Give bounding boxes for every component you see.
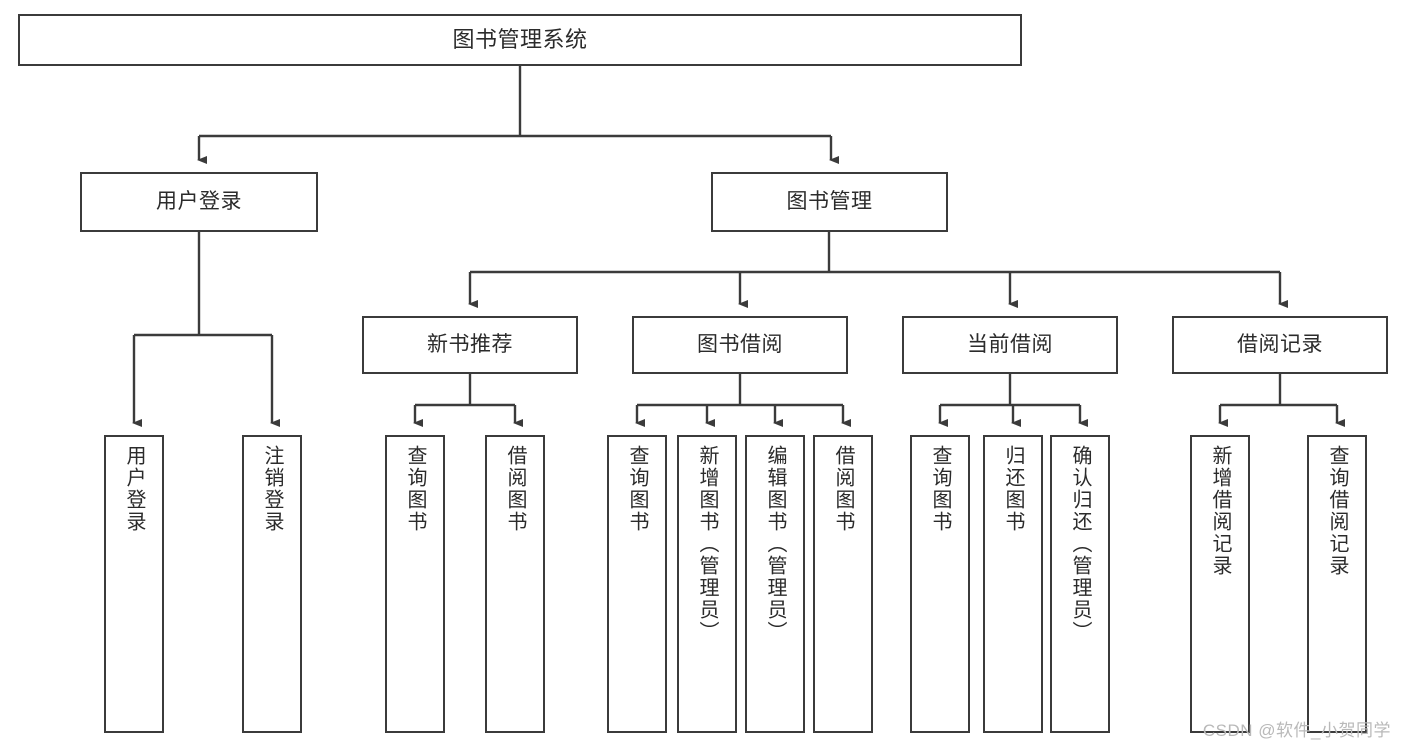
node-leaf-query-book-3-label: 查询图书 bbox=[929, 445, 951, 533]
node-book-management-label: 图书管理 bbox=[786, 189, 873, 213]
node-leaf-query-book-2[interactable]: 查询图书 bbox=[607, 435, 667, 733]
node-leaf-add-borrow-record-label: 新增借阅记录 bbox=[1209, 445, 1231, 577]
node-leaf-return-book[interactable]: 归还图书 bbox=[983, 435, 1043, 733]
node-borrow-record[interactable]: 借阅记录 bbox=[1172, 316, 1388, 374]
node-leaf-borrow-book-2-label: 借阅图书 bbox=[832, 445, 854, 533]
node-leaf-add-book[interactable]: 新增图书（管理员） bbox=[677, 435, 737, 733]
node-current-borrow[interactable]: 当前借阅 bbox=[902, 316, 1118, 374]
node-leaf-query-book-1[interactable]: 查询图书 bbox=[385, 435, 445, 733]
node-borrow-record-label: 借阅记录 bbox=[1237, 332, 1323, 356]
node-current-borrow-label: 当前借阅 bbox=[967, 332, 1053, 356]
node-user-login-label: 用户登录 bbox=[156, 189, 242, 213]
node-leaf-query-book-2-label: 查询图书 bbox=[626, 445, 648, 533]
node-book-management[interactable]: 图书管理 bbox=[711, 172, 948, 232]
node-leaf-confirm-return-label: 确认归还（管理员） bbox=[1069, 445, 1091, 643]
node-new-book-recommend[interactable]: 新书推荐 bbox=[362, 316, 578, 374]
watermark-text: CSDN @软件_小贺同学 bbox=[1202, 721, 1391, 740]
node-root-label: 图书管理系统 bbox=[452, 27, 588, 53]
node-leaf-query-book-1-label: 查询图书 bbox=[404, 445, 426, 533]
node-leaf-borrow-book-1[interactable]: 借阅图书 bbox=[485, 435, 545, 733]
node-new-book-recommend-label: 新书推荐 bbox=[427, 332, 513, 356]
node-leaf-borrow-book-2[interactable]: 借阅图书 bbox=[813, 435, 873, 733]
node-leaf-query-book-3[interactable]: 查询图书 bbox=[910, 435, 970, 733]
node-book-borrow-label: 图书借阅 bbox=[697, 332, 783, 356]
node-leaf-user-login-label: 用户登录 bbox=[123, 445, 145, 533]
node-leaf-query-borrow-record-label: 查询借阅记录 bbox=[1326, 445, 1348, 577]
node-root[interactable]: 图书管理系统 bbox=[18, 14, 1022, 66]
node-leaf-confirm-return[interactable]: 确认归还（管理员） bbox=[1050, 435, 1110, 733]
node-leaf-user-logout-label: 注销登录 bbox=[261, 445, 283, 533]
node-leaf-edit-book-label: 编辑图书（管理员） bbox=[764, 445, 786, 643]
node-leaf-add-book-label: 新增图书（管理员） bbox=[696, 445, 718, 643]
node-leaf-query-borrow-record[interactable]: 查询借阅记录 bbox=[1307, 435, 1367, 733]
node-leaf-edit-book[interactable]: 编辑图书（管理员） bbox=[745, 435, 805, 733]
node-leaf-user-logout[interactable]: 注销登录 bbox=[242, 435, 302, 733]
node-leaf-user-login[interactable]: 用户登录 bbox=[104, 435, 164, 733]
node-user-login[interactable]: 用户登录 bbox=[80, 172, 318, 232]
node-leaf-return-book-label: 归还图书 bbox=[1002, 445, 1024, 533]
node-leaf-borrow-book-1-label: 借阅图书 bbox=[504, 445, 526, 533]
node-book-borrow[interactable]: 图书借阅 bbox=[632, 316, 848, 374]
node-leaf-add-borrow-record[interactable]: 新增借阅记录 bbox=[1190, 435, 1250, 733]
